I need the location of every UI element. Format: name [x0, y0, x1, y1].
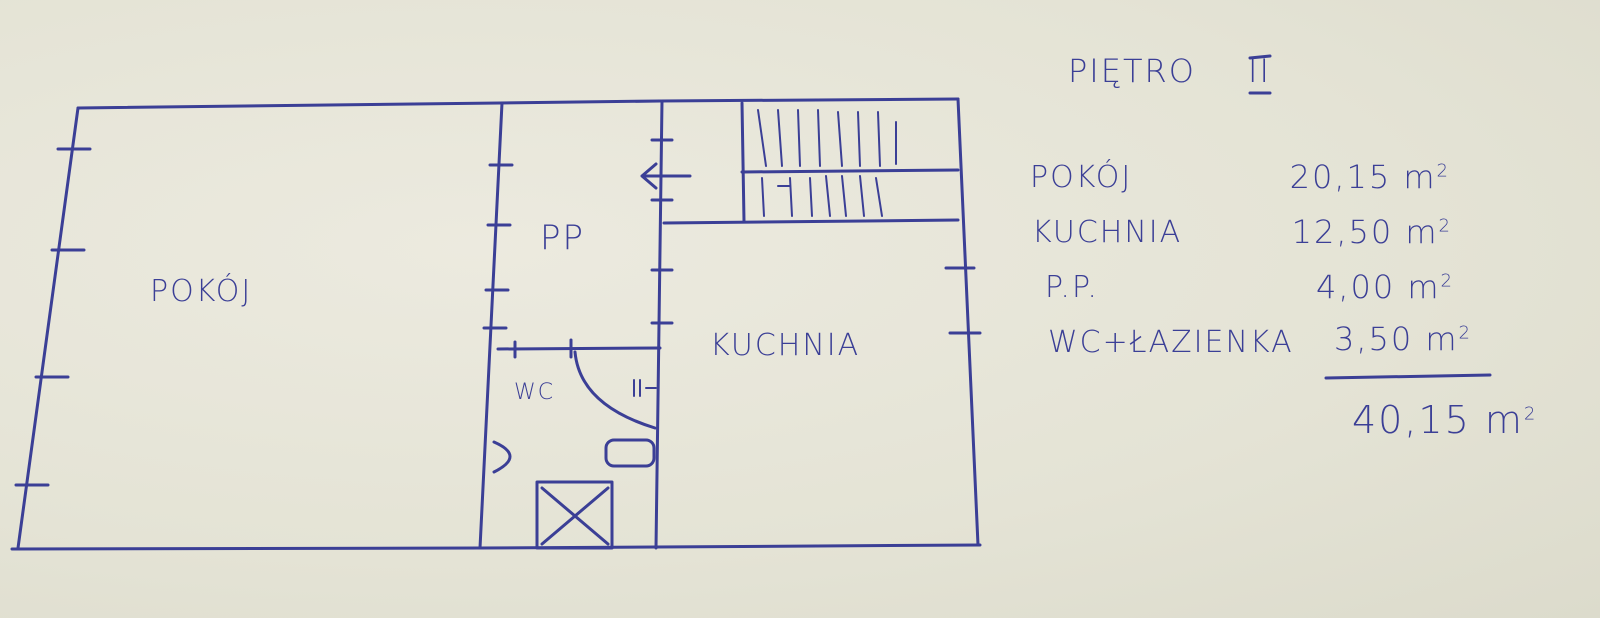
- toilet-icon: [492, 440, 512, 474]
- legend-row-area: 4,00 m2: [1315, 268, 1454, 306]
- room-label-kuchnia: KUCHNIA: [710, 328, 861, 363]
- legend-total: 40,15 m2: [1352, 398, 1538, 442]
- pp-left-wall: [478, 101, 504, 550]
- radiator-icon: [633, 379, 657, 397]
- right-wall: [956, 97, 980, 547]
- legend-row-name: POKÓJ: [1030, 160, 1133, 195]
- wc-top-wall: [496, 346, 662, 351]
- bathroom-fixtures: [492, 350, 657, 550]
- legend-row-area: 20,15 m2: [1289, 158, 1450, 196]
- legend-title: PIĘTRO: [1068, 52, 1196, 90]
- shower-icon: [535, 480, 614, 550]
- room-label-pokoj: POKÓJ: [150, 274, 253, 309]
- sum-line: [1324, 373, 1492, 380]
- legend-floor-number: II: [1248, 52, 1271, 90]
- stairs-bottom-line: [662, 218, 960, 225]
- bottom-wall: [10, 543, 982, 551]
- sink-icon: [604, 438, 656, 468]
- legend-row-name: KUCHNIA: [1032, 215, 1183, 250]
- legend-row-area: 3,50 m2: [1333, 320, 1472, 358]
- wall-ticks: [14, 138, 982, 487]
- floor-number-bars: [1248, 54, 1272, 95]
- stairs: [740, 101, 960, 223]
- legend-row-area: 12,50 m2: [1291, 213, 1452, 251]
- door-swing-arc: [573, 350, 657, 430]
- room-label-wc: WC: [514, 380, 556, 405]
- legend-row-name: P.P.: [1045, 270, 1099, 305]
- room-label-pp: PP: [540, 218, 586, 258]
- entry-arrow-icon: [640, 162, 692, 190]
- left-wall: [16, 106, 80, 550]
- top-wall: [76, 97, 960, 110]
- legend-row-name: WC+ŁAZIENKA: [1048, 325, 1294, 360]
